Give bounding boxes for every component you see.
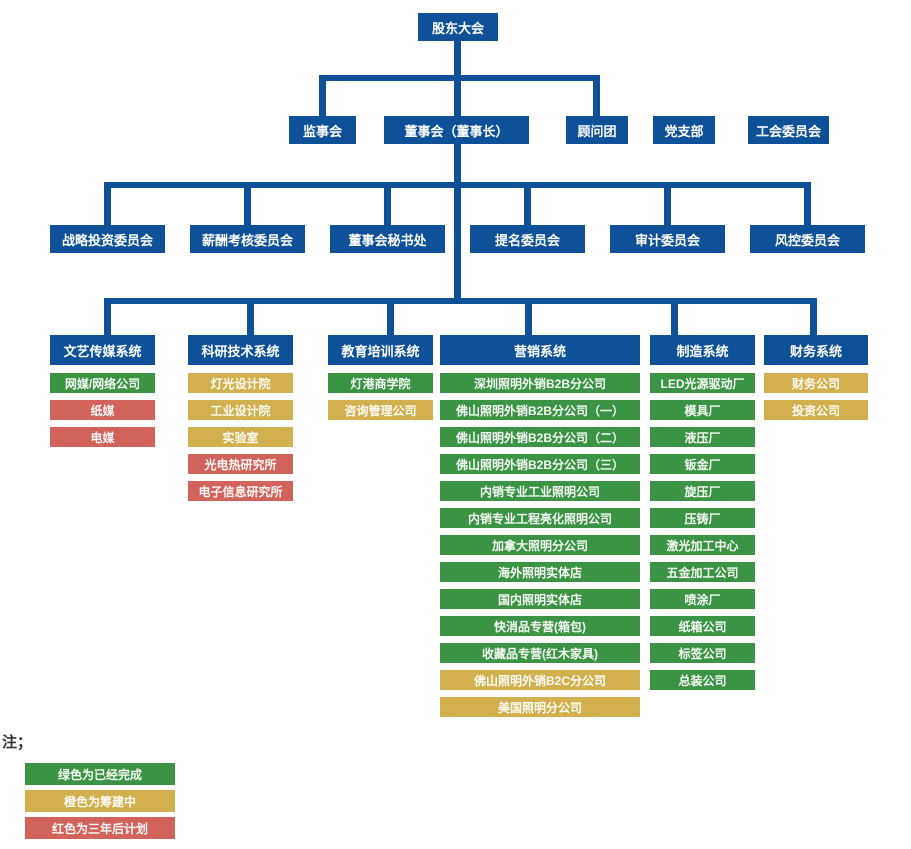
org-unit: 国内照明实体店 bbox=[440, 589, 640, 609]
media-system-list: 网媒/网络公司纸媒电媒 bbox=[50, 373, 155, 447]
connector-drop-secretariat bbox=[384, 182, 391, 225]
manufacturing-system-list: LED光源驱动厂模具厂液压厂钣金厂旋压厂压铸厂激光加工中心五金加工公司喷涂厂纸箱… bbox=[650, 373, 755, 690]
org-unit: 实验室 bbox=[188, 427, 293, 447]
node-supervisory-board: 监事会 bbox=[289, 116, 356, 144]
org-unit: 电子信息研究所 bbox=[188, 481, 293, 501]
org-unit: 财务公司 bbox=[764, 373, 868, 393]
org-unit: 总装公司 bbox=[650, 670, 755, 690]
node-party-branch: 党支部 bbox=[653, 116, 715, 144]
org-unit: 电媒 bbox=[50, 427, 155, 447]
connector-level3-hbar bbox=[104, 182, 811, 188]
node-board-secretariat: 董事会秘书处 bbox=[330, 225, 445, 253]
org-unit: 美国照明分公司 bbox=[440, 697, 640, 717]
connector-drop-risk bbox=[804, 182, 811, 225]
note-label: 注； bbox=[2, 734, 33, 751]
connector-drop-supervisory bbox=[319, 75, 326, 116]
connector-drop-advisory bbox=[593, 75, 600, 116]
syscol-research: 科研技术系统 灯光设计院工业设计院实验室光电热研究所电子信息研究所 bbox=[188, 335, 293, 501]
org-unit: 压铸厂 bbox=[650, 508, 755, 528]
node-audit-committee: 审计委员会 bbox=[610, 225, 725, 253]
org-unit: 收藏品专营(红木家具) bbox=[440, 643, 640, 663]
syscol-finance: 财务系统 财务公司投资公司 bbox=[764, 335, 868, 420]
org-unit: 灯光设计院 bbox=[188, 373, 293, 393]
org-unit: 模具厂 bbox=[650, 400, 755, 420]
org-unit: LED光源驱动厂 bbox=[650, 373, 755, 393]
org-unit: 加拿大照明分公司 bbox=[440, 535, 640, 555]
node-media-system-header: 文艺传媒系统 bbox=[50, 335, 155, 365]
org-unit: 喷涂厂 bbox=[650, 589, 755, 609]
connector-drop-media-system bbox=[104, 298, 111, 335]
legend-item: 绿色为已经完成 bbox=[25, 763, 175, 785]
connector-level4-hbar bbox=[104, 298, 817, 304]
connector-drop-strategic bbox=[104, 182, 111, 225]
org-unit: 纸箱公司 bbox=[650, 616, 755, 636]
connector-drop-research-system bbox=[247, 298, 254, 335]
org-unit: 网媒/网络公司 bbox=[50, 373, 155, 393]
connector-drop-finance-system bbox=[810, 298, 817, 335]
legend-item: 红色为三年后计划 bbox=[25, 817, 175, 839]
org-unit: 投资公司 bbox=[764, 400, 868, 420]
org-unit: 内销专业工程亮化照明公司 bbox=[440, 508, 640, 528]
org-unit: 激光加工中心 bbox=[650, 535, 755, 555]
node-risk-control-committee: 风控委员会 bbox=[750, 225, 865, 253]
connector-drop-nomination bbox=[524, 182, 531, 225]
org-unit: 钣金厂 bbox=[650, 454, 755, 474]
node-labor-union-committee: 工会委员会 bbox=[748, 116, 829, 144]
org-unit: 快消品专营(箱包) bbox=[440, 616, 640, 636]
node-board-of-directors: 董事会（董事长） bbox=[384, 116, 529, 144]
org-unit: 佛山照明外销B2B分公司（二） bbox=[440, 427, 640, 447]
org-unit: 内销专业工业照明公司 bbox=[440, 481, 640, 501]
connector-drop-compensation bbox=[244, 182, 251, 225]
connector-drop-education-system bbox=[387, 298, 394, 335]
node-compensation-appraisal-committee: 薪酬考核委员会 bbox=[190, 225, 305, 253]
node-research-system-header: 科研技术系统 bbox=[188, 335, 293, 365]
connector-drop-manufacturing-system bbox=[671, 298, 678, 335]
org-unit: 纸媒 bbox=[50, 400, 155, 420]
legend-item: 橙色为筹建中 bbox=[25, 790, 175, 812]
research-system-list: 灯光设计院工业设计院实验室光电热研究所电子信息研究所 bbox=[188, 373, 293, 501]
legend: 绿色为已经完成橙色为筹建中红色为三年后计划 bbox=[25, 763, 175, 839]
node-nomination-committee: 提名委员会 bbox=[470, 225, 585, 253]
org-unit: 佛山照明外销B2B分公司（一） bbox=[440, 400, 640, 420]
org-unit: 光电热研究所 bbox=[188, 454, 293, 474]
org-unit: 旋压厂 bbox=[650, 481, 755, 501]
node-shareholders-meeting: 股东大会 bbox=[418, 13, 498, 41]
org-unit: 佛山照明外销B2B分公司（三） bbox=[440, 454, 640, 474]
org-unit: 深圳照明外销B2B分公司 bbox=[440, 373, 640, 393]
org-unit: 标签公司 bbox=[650, 643, 755, 663]
finance-system-list: 财务公司投资公司 bbox=[764, 373, 868, 420]
org-unit: 灯港商学院 bbox=[328, 373, 433, 393]
marketing-system-list: 深圳照明外销B2B分公司佛山照明外销B2B分公司（一） 佛山照明外销B2B分公司（… bbox=[440, 373, 640, 717]
node-strategic-investment-committee: 战略投资委员会 bbox=[50, 225, 165, 253]
connector-drop-marketing-system bbox=[525, 298, 532, 335]
org-unit: 五金加工公司 bbox=[650, 562, 755, 582]
syscol-marketing: 营销系统 深圳照明外销B2B分公司佛山照明外销B2B分公司（一） 佛山照明外销B2… bbox=[440, 335, 640, 717]
syscol-media: 文艺传媒系统 网媒/网络公司纸媒电媒 bbox=[50, 335, 155, 447]
connector-level2-hbar bbox=[319, 75, 600, 81]
org-unit: 海外照明实体店 bbox=[440, 562, 640, 582]
connector-board-trunk bbox=[454, 144, 461, 304]
node-finance-system-header: 财务系统 bbox=[764, 335, 868, 365]
node-education-system-header: 教育培训系统 bbox=[328, 335, 433, 365]
syscol-education: 教育培训系统 灯港商学院咨询管理公司 bbox=[328, 335, 433, 420]
education-system-list: 灯港商学院咨询管理公司 bbox=[328, 373, 433, 420]
node-marketing-system-header: 营销系统 bbox=[440, 335, 640, 365]
connector-drop-audit bbox=[664, 182, 671, 225]
org-unit: 工业设计院 bbox=[188, 400, 293, 420]
org-unit: 液压厂 bbox=[650, 427, 755, 447]
node-advisory-group: 顾问团 bbox=[566, 116, 628, 144]
syscol-manufacturing: 制造系统 LED光源驱动厂模具厂液压厂钣金厂旋压厂压铸厂激光加工中心五金加工公司… bbox=[650, 335, 755, 690]
org-unit: 咨询管理公司 bbox=[328, 400, 433, 420]
org-unit: 佛山照明外销B2C分公司 bbox=[440, 670, 640, 690]
node-manufacturing-system-header: 制造系统 bbox=[650, 335, 755, 365]
